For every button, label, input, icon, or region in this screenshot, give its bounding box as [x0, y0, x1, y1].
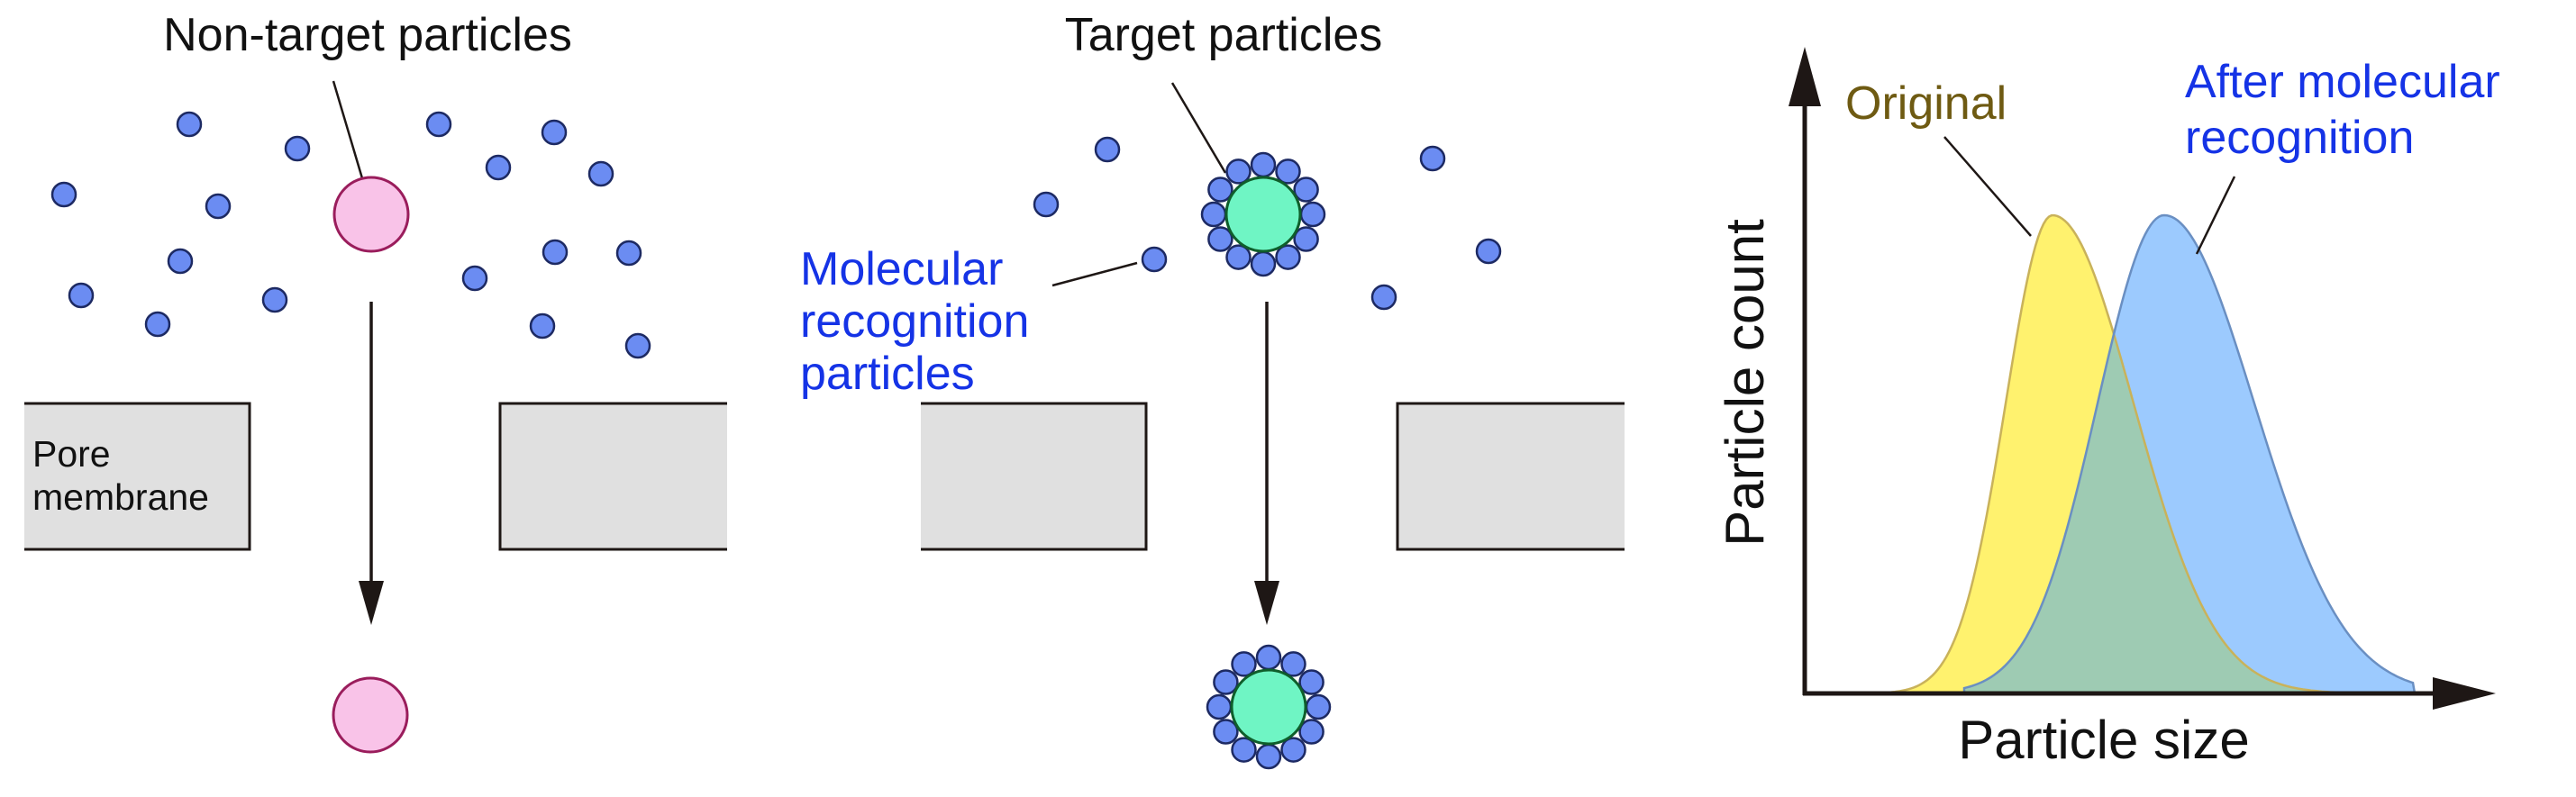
bound-recognition-particle [1231, 737, 1257, 763]
bound-recognition-particle [1293, 177, 1319, 203]
molecular-recognition-particle [284, 135, 311, 162]
target-particle [1224, 176, 1302, 253]
pore-membrane-left-2 [921, 402, 1148, 551]
bound-recognition-particle [1213, 719, 1239, 745]
bound-recognition-particle [1213, 669, 1239, 695]
bound-recognition-particle [1275, 244, 1301, 270]
molecular-recognition-particle [1370, 284, 1397, 311]
molecular-recognition-particle [261, 286, 288, 313]
target-label: Target particles [1065, 9, 1383, 61]
bound-recognition-particle [1225, 158, 1252, 185]
molecular-recognition-particle [542, 239, 569, 266]
y-axis-label: Particle count [1715, 219, 1775, 547]
molecular-recognition-particle [50, 181, 77, 208]
molecular-recognition-particle [1475, 238, 1502, 265]
x-axis-label: Particle size [1958, 710, 2249, 770]
x-axis-arrow [2433, 677, 2496, 710]
molecular-recognition-particle [167, 248, 194, 275]
molecular-recognition-particle [68, 282, 95, 309]
molecular-recognition-particle [176, 111, 203, 138]
bound-recognition-particle [1255, 644, 1282, 671]
original-pointer-line [1943, 136, 2032, 237]
target-particle-cluster-passed [1206, 644, 1332, 770]
non-target-particle-passed [332, 676, 409, 754]
molecular-recognition-particle [1094, 136, 1121, 163]
pore-membrane-right-2 [1396, 402, 1625, 551]
bound-recognition-particle [1200, 201, 1227, 228]
non-target-label: Non-target particles [163, 9, 572, 61]
mrp-particles-group [1033, 136, 1502, 311]
molecular-recognition-particle [1141, 246, 1168, 273]
bound-recognition-particle [1231, 651, 1257, 677]
bound-recognition-particle [1206, 693, 1233, 720]
bound-recognition-particle [1250, 151, 1277, 178]
bound-recognition-particle [1225, 244, 1252, 270]
bound-recognition-particle [1293, 226, 1319, 252]
non-target-particle [332, 176, 410, 253]
original-series-label: Original [1845, 77, 2007, 130]
pointer-line [332, 80, 364, 179]
molecular-recognition-particle [1419, 145, 1446, 172]
bound-recognition-particle [1299, 201, 1326, 228]
small-particles-group [50, 111, 651, 359]
passage-arrow-head [359, 581, 384, 625]
pore-membrane-label: Pore membrane [32, 433, 209, 518]
molecular-recognition-particle [529, 312, 556, 340]
bound-recognition-particle [1298, 669, 1324, 695]
molecular-recognition-particle [144, 311, 171, 338]
target-pointer-line [1170, 82, 1227, 174]
mrp-pointer-line [1051, 261, 1138, 287]
panel-target: Target particles Molecular recognition p… [800, 9, 1625, 770]
bound-recognition-particle [1250, 250, 1277, 277]
bound-recognition-particle [1280, 651, 1306, 677]
size-distribution-chart: Original After molecular recognition Par… [1715, 47, 2513, 770]
panel-non-target: Non-target particles Pore membrane [24, 9, 727, 754]
bound-recognition-particle [1298, 719, 1324, 745]
original-distribution-line [1890, 213, 2380, 695]
bound-recognition-particle [1207, 226, 1233, 252]
target-particle [1230, 668, 1307, 746]
molecular-recognition-particle [485, 154, 512, 181]
molecular-recognition-particle [205, 193, 232, 220]
molecular-recognition-particle [624, 332, 651, 359]
molecular-recognition-particle [615, 240, 642, 267]
y-axis-arrow [1789, 47, 1821, 106]
target-particle-cluster [1200, 151, 1326, 277]
bound-recognition-particle [1275, 158, 1301, 185]
passage-arrow-head-2 [1254, 581, 1279, 625]
molecular-recognition-particle [461, 265, 488, 292]
after-series-label: After molecular recognition [2185, 56, 2513, 164]
molecular-recognition-particle [587, 160, 614, 187]
molecular-recognition-particle [1033, 191, 1060, 218]
bound-recognition-particle [1280, 737, 1306, 763]
bound-recognition-particle [1305, 693, 1332, 720]
mrp-label: Molecular recognition particles [800, 243, 1042, 400]
molecular-recognition-particle [541, 119, 568, 146]
pore-membrane-left [24, 402, 251, 551]
pore-membrane-right [498, 402, 727, 551]
bound-recognition-particle [1255, 743, 1282, 770]
after-pointer-line [2195, 176, 2236, 255]
molecular-recognition-particle [425, 111, 452, 138]
after-distribution-line [1962, 213, 2417, 695]
bound-recognition-particle [1207, 177, 1233, 203]
